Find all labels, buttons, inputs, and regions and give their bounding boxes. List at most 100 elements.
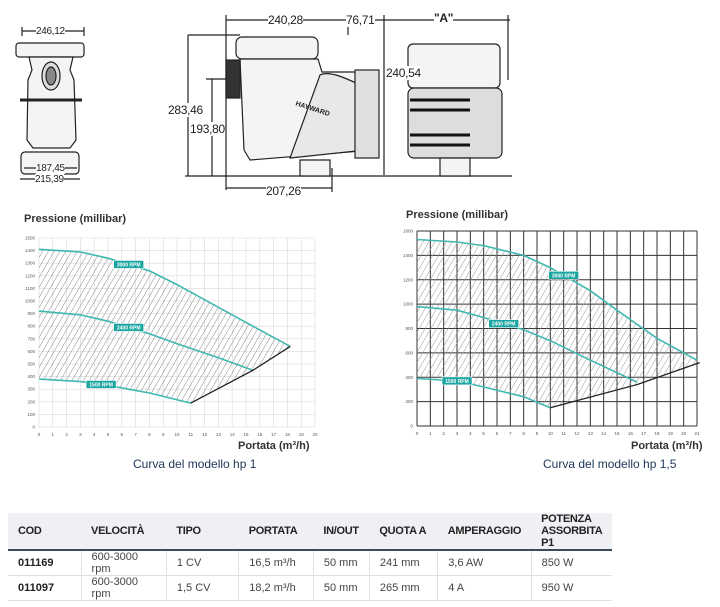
y-tick-label: 1400: [403, 253, 414, 258]
rpm-label: 2400 RPM: [117, 325, 141, 331]
cell-amperaggio: 3,6 AW: [437, 550, 532, 576]
boundary-line: [190, 345, 291, 404]
cell-portata: 16,5 m³/h: [238, 550, 314, 576]
y-tick-label: 1000: [25, 299, 36, 304]
rpm-label-bg: [113, 323, 144, 332]
col-velocita: VELOCITÀ: [81, 513, 167, 551]
x-tick-label: 5: [107, 432, 110, 437]
cell-potenza: 950 W: [531, 575, 612, 601]
col-quota-a: QUOTA A: [369, 513, 438, 551]
rpm-label: 3000 RPM: [552, 273, 576, 279]
cell-cod: 011169: [8, 550, 82, 576]
chart-ylabel: Pressione (millibar): [406, 209, 509, 221]
y-tick-label: 700: [27, 336, 35, 341]
y-tick-label: 500: [27, 362, 35, 367]
cell-velocita: 600-3000 rpm: [81, 575, 167, 601]
x-tick-label: 12: [202, 432, 208, 437]
y-tick-label: 400: [405, 375, 413, 380]
x-tick-label: 9: [162, 432, 165, 437]
x-tick-label: 3: [79, 432, 82, 437]
x-tick-label: 18: [285, 432, 291, 437]
product-table: COD VELOCITÀ TIPO PORTATA IN/OUT QUOTA A…: [8, 513, 612, 601]
x-tick-label: 17: [641, 431, 647, 436]
y-tick-label: 1200: [403, 277, 414, 282]
y-tick-label: 1500: [25, 236, 36, 241]
x-tick-label: 12: [574, 431, 580, 436]
y-tick-label: 1100: [25, 286, 35, 291]
x-tick-label: 21: [694, 431, 700, 436]
x-tick-label: 20: [312, 432, 318, 437]
x-tick-label: 10: [548, 431, 554, 436]
curve-2400-rpm: [38, 310, 254, 372]
rpm-label-bg: [85, 380, 117, 389]
x-tick-label: 14: [230, 432, 236, 437]
x-tick-label: 11: [188, 432, 193, 437]
y-tick-label: 800: [27, 324, 35, 329]
dim-front-base-inner: 187,45: [36, 163, 65, 174]
table-row: 011169 600-3000 rpm 1 CV 16,5 m³/h 50 mm…: [8, 550, 612, 576]
x-tick-label: 6: [121, 432, 124, 437]
rpm-label: 1500 RPM: [89, 382, 113, 388]
col-potenza: POTENZA ASSORBITA P1: [531, 513, 612, 551]
curve-2400-rpm: [416, 305, 638, 383]
x-tick-label: 19: [668, 431, 674, 436]
col-tipo: TIPO: [166, 513, 239, 551]
x-tick-label: 13: [588, 431, 594, 436]
y-tick-label: 800: [405, 326, 413, 331]
x-tick-label: 7: [134, 432, 137, 437]
cell-inout: 50 mm: [313, 550, 370, 576]
x-tick-label: 11: [561, 431, 566, 436]
y-tick-label: 200: [27, 399, 35, 404]
y-tick-label: 600: [27, 349, 35, 354]
chart-xlabel: Portata (m³/h): [238, 440, 310, 452]
x-tick-label: 0: [416, 431, 419, 436]
dim-front-base-outer: 215,39: [35, 174, 64, 185]
curve-3000-rpm: [38, 248, 291, 348]
x-tick-label: 16: [628, 431, 634, 436]
x-tick-label: 15: [243, 432, 249, 437]
y-tick-label: 1400: [25, 248, 36, 253]
dim-height-axis: 193,80: [190, 122, 225, 136]
rpm-label: 1500 RPM: [445, 379, 469, 385]
x-tick-label: 2: [442, 431, 445, 436]
cell-tipo: 1 CV: [166, 550, 240, 576]
y-tick-label: 900: [27, 311, 35, 316]
y-tick-label: 300: [27, 387, 35, 392]
table-row: 011097 600-3000 rpm 1,5 CV 18,2 m³/h 50 …: [8, 575, 612, 601]
x-tick-label: 2: [65, 432, 68, 437]
col-portata: PORTATA: [238, 513, 314, 551]
x-tick-label: 14: [601, 431, 607, 436]
col-amperaggio: AMPERAGGIO: [437, 513, 532, 551]
chart-ylabel: Pressione (millibar): [24, 213, 127, 225]
y-tick-label: 100: [27, 412, 35, 417]
rpm-label: 3000 RPM: [117, 262, 141, 268]
rpm-label-bg: [441, 376, 473, 386]
controller-box: [407, 43, 501, 89]
chart-caption: Curva del modello hp 1,5: [543, 457, 677, 471]
cell-tipo: 1,5 CV: [166, 575, 240, 601]
x-tick-label: 4: [93, 432, 96, 437]
y-tick-label: 1200: [25, 273, 36, 278]
y-tick-label: 1600: [403, 229, 414, 234]
y-tick-label: 600: [405, 350, 413, 355]
x-tick-label: 1: [52, 432, 55, 437]
cell-velocita: 600-3000 rpm: [81, 550, 167, 576]
strainer-lid: [235, 36, 319, 60]
x-tick-label: 4: [469, 431, 472, 436]
y-tick-label: 400: [27, 374, 35, 379]
dim-motor-height: 240,54: [386, 66, 421, 80]
x-tick-label: 15: [614, 431, 620, 436]
x-tick-label: 3: [456, 431, 459, 436]
cell-cod: 011097: [8, 575, 82, 601]
cell-quota-a: 265 mm: [369, 575, 439, 601]
col-inout: IN/OUT: [313, 513, 370, 551]
x-tick-label: 20: [681, 431, 687, 436]
x-tick-label: 6: [496, 431, 499, 436]
pump-drawing: HAYWARD: [15, 15, 512, 192]
col-cod: COD: [8, 513, 82, 551]
dim-side-length-1: 240,28: [268, 13, 303, 27]
x-tick-label: 8: [522, 431, 525, 436]
x-tick-label: 18: [654, 431, 660, 436]
